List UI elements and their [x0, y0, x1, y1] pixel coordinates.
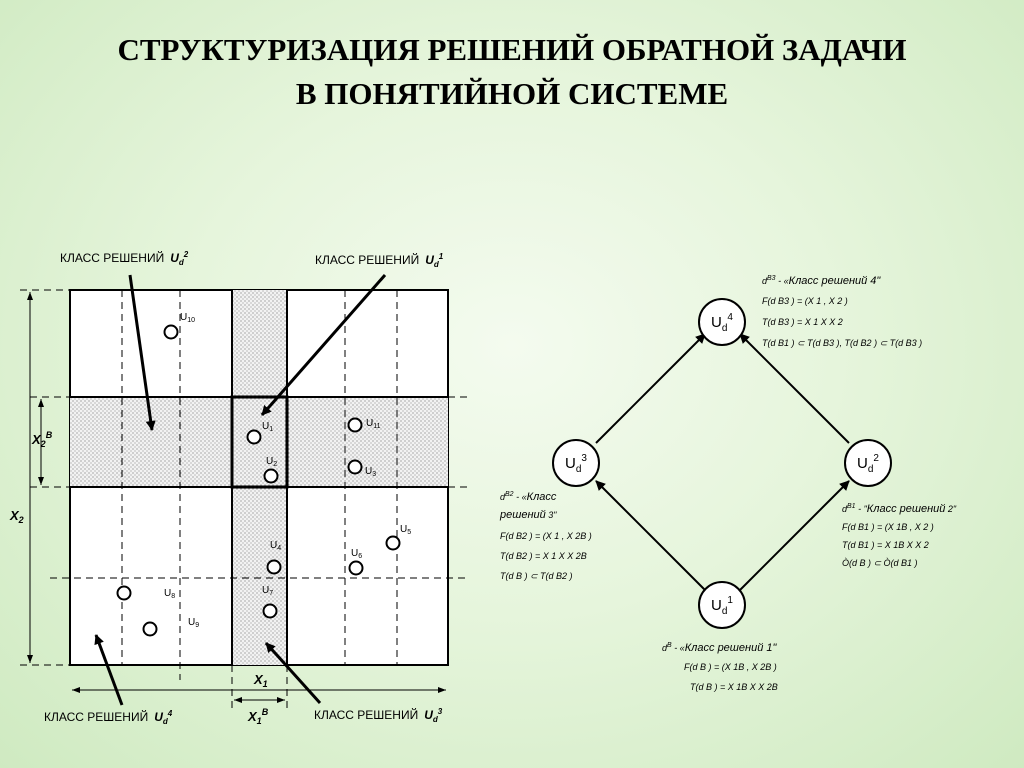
- annotation-class3-line2: решений 3": [499, 509, 557, 521]
- annotation-class4-line3: T(d B3 ) = X 1 X X 2: [762, 317, 843, 327]
- annotation-class3-line1: dB2 - «Класс: [500, 491, 557, 503]
- node-class4: [698, 298, 746, 346]
- annotation-class2-line2: F(d B1 ) = (X 1B , X 2 ): [842, 522, 934, 532]
- point-u5-label: U5: [400, 524, 411, 536]
- class-lattice: Ud4 Ud3 Ud2 Ud1 dB3 - «Класс решений 4" …: [499, 275, 957, 692]
- axis-x1-label: X1: [253, 672, 268, 689]
- annotation-class1: dB - «Класс решений 1" F(d B ) = (X 1B ,…: [662, 642, 778, 692]
- page-title-line-1: СТРУКТУРИЗАЦИЯ РЕШЕНИЙ ОБРАТНОЙ ЗАДАЧИ: [117, 32, 907, 67]
- page-title: СТРУКТУРИЗАЦИЯ РЕШЕНИЙ ОБРАТНОЙ ЗАДАЧИ В…: [0, 28, 1024, 116]
- annotation-class1-line3: T(d B ) = X 1B X X 2B: [690, 682, 778, 692]
- edge-2-4: [739, 333, 850, 444]
- point-u4-label: U4: [270, 540, 281, 552]
- dimension-lines: [29, 292, 446, 701]
- annotation-class4-line4: T(d B1 ) ⊂ T(d B3 ), T(d B2 ) ⊂ T(d B3 ): [762, 338, 922, 348]
- point-u6-label: U6: [351, 548, 362, 560]
- annotation-class4-line1: dB3 - «Класс решений 4": [762, 275, 881, 287]
- point-u9: [142, 621, 158, 637]
- annotation-class2-line4: Ò(d B ) ⊂ Ò(d B1 ): [842, 558, 918, 568]
- point-u10: [163, 324, 179, 340]
- point-u2-label: U2: [266, 456, 277, 468]
- point-u8: [116, 585, 132, 601]
- point-u1: [246, 429, 262, 445]
- axis-x1b-label: X1B: [247, 707, 269, 726]
- point-u2: [263, 468, 279, 484]
- page-title-line-2: В ПОНЯТИЙНОЙ СИСТЕМЕ: [295, 76, 729, 111]
- point-u7: [262, 603, 278, 619]
- arrow-class4: [94, 634, 124, 706]
- node-class2-label: Ud2: [857, 453, 879, 475]
- point-u9-label: U9: [188, 617, 199, 629]
- node-class3-label: Ud3: [565, 453, 587, 475]
- annotation-class3-line5: T(d B ) ⊂ T(d B2 ): [500, 571, 573, 581]
- node-class1-label: Ud1: [711, 595, 733, 617]
- annotation-class3-line4: T(d B2 ) = X 1 X X 2B: [500, 551, 587, 561]
- annotation-class4-line2: F(d B3 ) = (X 1 , X 2 ): [762, 296, 848, 306]
- annotation-class1-line1: dB - «Класс решений 1": [662, 642, 778, 654]
- dashed-grid: [20, 289, 468, 708]
- point-u3-label: U3: [365, 466, 376, 478]
- arrow-class1: [260, 274, 387, 416]
- edge-1-2: [739, 480, 850, 591]
- annotation-class3: dB2 - «Класс решений 3" F(d B2 ) = (X 1 …: [499, 491, 592, 581]
- annotation-class1-line2: F(d B ) = (X 1B , X 2B ): [684, 662, 777, 672]
- annotation-class2-line3: T(d B1 ) = X 1B X X 2: [842, 540, 929, 550]
- axis-x2-label: X2: [9, 508, 24, 525]
- node-class1: [698, 581, 746, 629]
- arrow-class3: [264, 641, 322, 705]
- annotation-class2: dB1 - "Класс решений 2" F(d B1 ) = (X 1B…: [842, 503, 957, 568]
- point-u5: [385, 535, 401, 551]
- annotation-class3-line3: F(d B2 ) = (X 1 , X 2B ): [500, 531, 592, 541]
- point-u1-label: U1: [262, 421, 273, 433]
- solution-space: X2 X2B X1 X1B U1 U2 U3 U4 U5 U6 U7 U8: [9, 250, 468, 726]
- edge-1-3: [595, 480, 706, 591]
- axis-x2b-label: X2B: [31, 430, 53, 449]
- point-u6: [348, 560, 364, 576]
- point-u7-label: U7: [262, 585, 273, 597]
- annotation-class4: dB3 - «Класс решений 4" F(d B3 ) = (X 1 …: [762, 275, 922, 348]
- band-class3: [232, 290, 287, 665]
- node-class2: [844, 439, 892, 487]
- arrow-class2: [128, 274, 156, 431]
- edge-3-4: [595, 333, 706, 444]
- annotation-class2-line1: dB1 - "Класс решений 2": [842, 503, 957, 515]
- point-u4: [266, 559, 282, 575]
- intersection-class4: [230, 395, 289, 489]
- node-class4-label: Ud4: [711, 312, 733, 334]
- point-u10-label: U10: [180, 312, 195, 324]
- point-u11: [347, 417, 363, 433]
- point-u3: [347, 459, 363, 475]
- node-class3: [552, 439, 600, 487]
- point-u11-label: U11: [366, 418, 381, 430]
- point-u8-label: U8: [164, 588, 175, 600]
